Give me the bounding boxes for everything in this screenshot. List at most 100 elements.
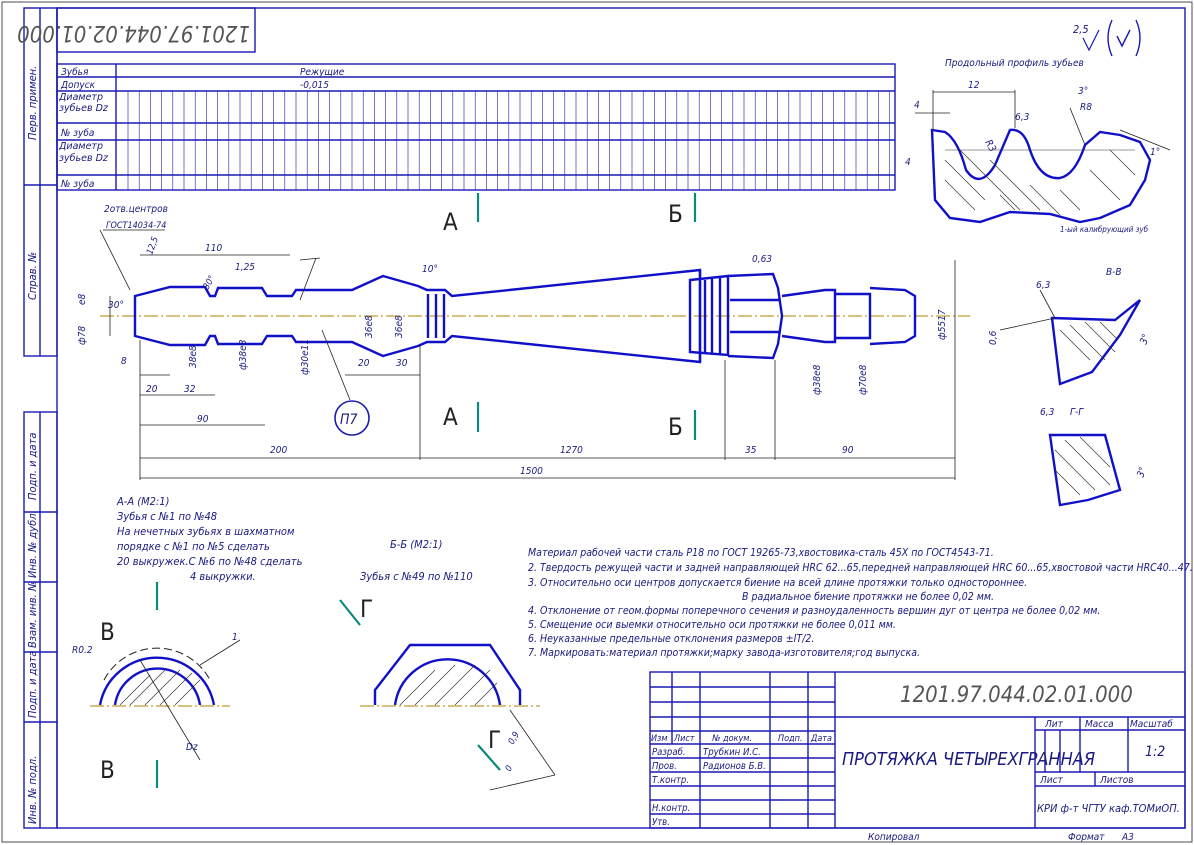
- stamp-h-list: Лист: [673, 734, 695, 744]
- notes-left-5: 20 выкружек.С №6 по №48 сделать: [117, 555, 303, 568]
- main-d125: 1,25: [235, 262, 255, 273]
- section-b-view: [360, 643, 556, 791]
- tbl-zubya: Зубья: [61, 66, 89, 78]
- stamp-n-razrab: Трубкин И.С.: [703, 747, 761, 758]
- stamp-sheets: Листов: [1099, 775, 1134, 786]
- main-d8: 8: [121, 356, 127, 367]
- sec-v-top: В: [100, 618, 115, 646]
- tbl-dopusk-val: -0,015: [300, 80, 329, 91]
- tbl-dopusk: Допуск: [60, 80, 96, 91]
- cut-a-bottom: А: [443, 403, 458, 431]
- profile-title: Продольный профиль зубьев: [945, 57, 1084, 69]
- main-gost: ГОСТ14034-74: [106, 221, 166, 231]
- left-margin-strips: [23, 7, 58, 829]
- tech-7: 7. Маркировать:материал протяжки;марку з…: [528, 647, 920, 659]
- surface-circle-icon: [334, 400, 370, 436]
- stamp-col-scale: Масштаб: [1130, 718, 1173, 730]
- profile-d12: 12: [968, 80, 980, 91]
- sec-v-r02: R0.2: [72, 645, 93, 656]
- stamp-kopiroval: Копировал: [868, 832, 920, 843]
- main-phi38a: 38е8: [188, 345, 199, 368]
- stamp-h-date: Дата: [810, 734, 832, 744]
- stamp-scale: 1:2: [1145, 744, 1165, 760]
- stamp-format-label: Формат: [1068, 832, 1105, 843]
- notes-left-3: На нечетных зубьях в шахматном: [117, 525, 295, 538]
- main-d20: 20: [146, 384, 158, 395]
- stamp-r-prov: Пров.: [652, 761, 677, 772]
- gg-d63: 6,3: [1040, 407, 1055, 418]
- stamp-r-utv: Утв.: [652, 817, 670, 828]
- vv-title: В-В: [1106, 267, 1122, 278]
- side-podp-data-1: Подп. и дата: [26, 433, 39, 500]
- vv-d63: 6,3: [1036, 280, 1051, 291]
- rotated-number-box: [56, 7, 256, 53]
- main-a30: 30°: [108, 300, 124, 311]
- tbl-diam1: Диаметр зубьев Dz: [59, 92, 108, 114]
- main-d36e8a: 36е8: [364, 315, 375, 338]
- notes-left-4: порядке с №1 по №5 сделать: [117, 540, 270, 553]
- cut-g-bottom-line: [477, 744, 501, 771]
- side-vzam-inv: Взам. инв. №: [26, 581, 39, 648]
- cut-b-bottom: Б: [668, 413, 683, 441]
- stamp-number: 1201.97.044.02.01.000: [900, 683, 1133, 708]
- main-dimensions: [99, 229, 956, 480]
- side-sprav: Справ. №: [26, 252, 39, 300]
- main-ra125: 12,5: [145, 236, 161, 256]
- tbl-rezh: Режущие: [300, 67, 345, 78]
- vv-d06: 0,6: [988, 330, 999, 345]
- main-d90b: 90: [842, 445, 854, 456]
- main-phi38c: ф38е8: [812, 364, 823, 395]
- side-inv-dubl: Инв. № дубл.: [26, 510, 39, 578]
- vv-section: [999, 289, 1142, 386]
- main-d32: 32: [184, 384, 196, 395]
- stamp-r-nkontr: Н.контр.: [652, 803, 690, 814]
- bb-g-bottom: Г: [488, 726, 501, 754]
- tech-1: Материал рабочей части сталь Р18 по ГОСТ…: [528, 547, 994, 559]
- tbl-nzub2: № зуба: [60, 178, 94, 190]
- main-d36e8b: 36е8: [394, 315, 405, 338]
- tech-2: 2. Твердость режущей части и задней напр…: [528, 562, 1193, 574]
- sec-v-d1: 1: [232, 632, 238, 643]
- bb-g-top: Г: [360, 595, 373, 623]
- notes-left-2: Зубья с №1 по №48: [117, 510, 217, 523]
- side-inv-podl: Инв. № подл.: [26, 756, 39, 824]
- profile-d4: 4: [914, 100, 920, 111]
- tech-5: 5. Смещение оси выемки относительно оси …: [528, 619, 896, 631]
- main-d30: 30: [396, 358, 408, 369]
- profile-r8: R8: [1080, 102, 1092, 113]
- main-d1270: 1270: [560, 445, 583, 456]
- stamp-col-mass: Масса: [1085, 719, 1114, 730]
- tech-3b: В радиальное биение протяжки не более 0,…: [742, 591, 994, 603]
- main-d90a: 90: [197, 414, 209, 425]
- bb-d0: 0: [504, 764, 515, 773]
- cut-g-top-line: [339, 599, 361, 626]
- rotated-number: 1201.97.044.02.01.000: [17, 20, 250, 45]
- cut-a-top: А: [443, 208, 458, 236]
- profile-angle3: 3°: [1078, 86, 1088, 97]
- main-d1500: 1500: [520, 466, 543, 477]
- main-centers: 2отв.центров: [104, 204, 168, 215]
- tech-4: 4. Отклонение от геом.формы поперечного …: [528, 605, 1100, 617]
- sec-v-bottom: В: [100, 756, 115, 784]
- stamp-sheet: Лист: [1039, 775, 1064, 786]
- broach-body: [133, 268, 917, 364]
- roughness-value: 2,5: [1073, 23, 1089, 36]
- main-d20b: 20: [358, 358, 370, 369]
- section-a-view: [90, 639, 241, 761]
- main-phi8: е8: [77, 293, 88, 305]
- stamp-h-izm: Изм: [651, 734, 667, 744]
- stamp-org: КРИ ф-т ЧГТУ каф.ТОМиОП.: [1037, 802, 1180, 815]
- cut-b-top: Б: [668, 200, 683, 228]
- bb-sub: Зубья с №49 по №110: [360, 570, 473, 583]
- main-phi70: ф70е8: [858, 364, 869, 395]
- main-d110: 110: [205, 243, 222, 254]
- side-perv-primen: Перв. примен.: [26, 66, 39, 140]
- stamp-col-lit: Лит: [1044, 719, 1064, 730]
- notes-left-1: А-А (М2:1): [116, 495, 169, 508]
- vv-a3: 3°: [1138, 333, 1152, 346]
- main-a30b: 30°: [202, 274, 218, 291]
- roughness-bracket-icon: [1107, 19, 1141, 57]
- profile-r3: R3: [982, 138, 998, 154]
